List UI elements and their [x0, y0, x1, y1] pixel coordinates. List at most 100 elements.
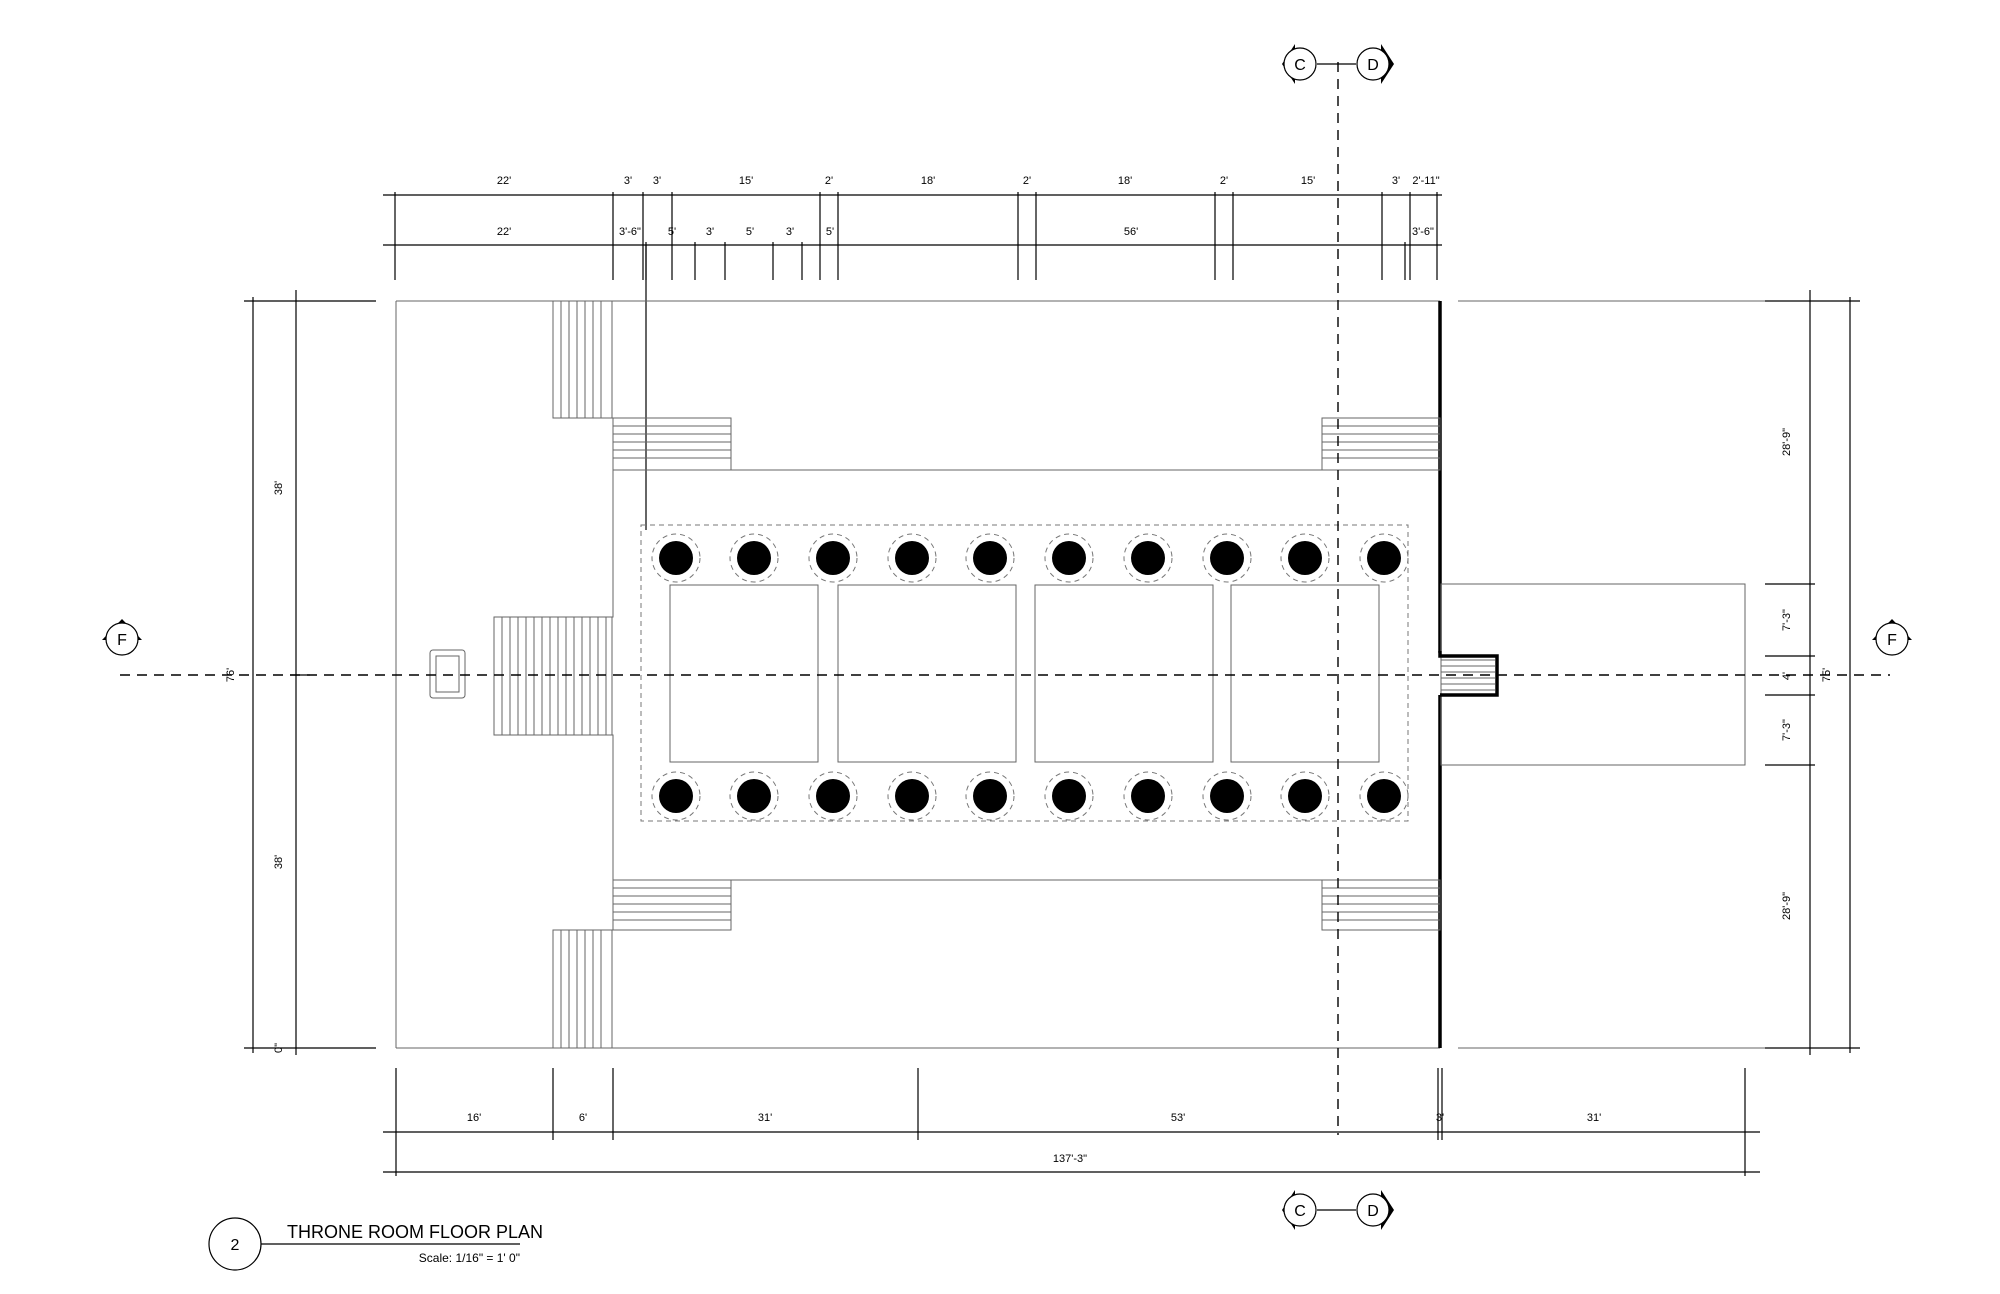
column-base-ring — [1202, 771, 1252, 821]
column-base-ring — [965, 771, 1015, 821]
column-base-ring — [1202, 533, 1252, 583]
colonnade — [640, 524, 1409, 822]
dim-top2-1: 3'-6" — [619, 226, 641, 238]
dim-bottom-3: 53' — [1171, 1112, 1185, 1124]
column — [1052, 541, 1086, 575]
section-f-west-label: F — [117, 632, 127, 649]
bottom-dimensions: 16' 6' 31' 53' 3' 31' 137'-3" — [383, 1068, 1760, 1176]
section-c-top-label: C — [1294, 57, 1306, 74]
dim-left-2: 0" — [273, 1043, 285, 1053]
drawing-number: 2 — [231, 1237, 240, 1254]
dim-top1-5: 18' — [921, 175, 935, 187]
section-lines — [120, 62, 1890, 1135]
dim-top1-11: 2'-11" — [1412, 175, 1439, 187]
column-base-ring — [1123, 533, 1173, 583]
dim-top2-2: 5' — [668, 226, 676, 238]
column — [659, 541, 693, 575]
column-base-ring — [1280, 771, 1330, 821]
column-base-ring — [1044, 771, 1094, 821]
column — [1052, 779, 1086, 813]
column — [895, 779, 929, 813]
column-base-ring — [965, 533, 1015, 583]
dim-right-0: 28'-9" — [1781, 428, 1793, 456]
column — [895, 541, 929, 575]
top-dimensions: 22' 3' 3' 15' 2' 18' 2' 18' 2' 15' 3' 2'… — [383, 175, 1442, 530]
dim-right-1: 7'-3" — [1781, 609, 1793, 631]
right-dimensions: 28'-9" 7'-3" 4' 7'-3" 28'-9" 75' — [1765, 290, 1860, 1055]
column — [1210, 779, 1244, 813]
dim-top2-0: 22' — [497, 226, 511, 238]
section-marker-top: C D — [1282, 44, 1394, 84]
column-base-ring — [1123, 771, 1173, 821]
dim-top1-8: 2' — [1220, 175, 1228, 187]
dim-top2-3: 3' — [706, 226, 714, 238]
section-marker-bottom: C D — [1282, 1190, 1394, 1230]
column — [1131, 541, 1165, 575]
dim-right-2: 4' — [1781, 672, 1793, 680]
column-base-ring — [1044, 533, 1094, 583]
section-marker-east: F — [1872, 619, 1912, 656]
column-base-ring — [729, 533, 779, 583]
column — [816, 541, 850, 575]
dim-top2-5: 3' — [786, 226, 794, 238]
column-base-ring — [1359, 771, 1409, 821]
column-base-ring — [808, 533, 858, 583]
column-base-ring — [808, 771, 858, 821]
drawing-scale: Scale: 1/16" = 1' 0" — [419, 1251, 520, 1265]
dim-top2-8: 3'-6" — [1412, 226, 1434, 238]
column-base-ring — [651, 533, 701, 583]
dim-top2-7: 56' — [1124, 226, 1138, 238]
column — [816, 779, 850, 813]
column-base-ring — [1280, 533, 1330, 583]
column — [973, 779, 1007, 813]
dim-top1-10: 3' — [1392, 175, 1400, 187]
columns — [651, 533, 1409, 821]
stairs — [493, 300, 1441, 1049]
column — [1288, 541, 1322, 575]
dim-top1-7: 18' — [1118, 175, 1132, 187]
dim-bottom-0: 16' — [467, 1112, 481, 1124]
dim-top1-2: 3' — [653, 175, 661, 187]
throne-symbol — [429, 649, 466, 699]
section-marker-west: F — [102, 619, 142, 656]
drawing-title-block: 2 THRONE ROOM FLOOR PLAN Scale: 1/16" = … — [208, 1217, 543, 1271]
dim-bottom-5: 31' — [1587, 1112, 1601, 1124]
dim-bottom-4: 3' — [1436, 1112, 1444, 1124]
dim-top1-1: 3' — [624, 175, 632, 187]
column — [1210, 541, 1244, 575]
column — [737, 779, 771, 813]
dim-bottom-total: 137'-3" — [1053, 1153, 1087, 1165]
dim-top1-6: 2' — [1023, 175, 1031, 187]
column — [659, 779, 693, 813]
dim-left-0: 38' — [273, 481, 285, 495]
dim-top1-9: 15' — [1301, 175, 1315, 187]
dim-top1-0: 22' — [497, 175, 511, 187]
dim-bottom-1: 6' — [579, 1112, 587, 1124]
dim-right-3: 7'-3" — [1781, 719, 1793, 741]
column-base-ring — [1359, 533, 1409, 583]
column — [973, 541, 1007, 575]
dim-left-3: 76' — [225, 668, 237, 682]
section-d-top-label: D — [1367, 57, 1379, 74]
dim-top2-6: 5' — [826, 226, 834, 238]
column-base-ring — [887, 533, 937, 583]
left-dimensions: 38' 38' 0" 76' — [225, 290, 376, 1055]
drawing-title: THRONE ROOM FLOOR PLAN — [287, 1222, 543, 1242]
column-base-ring — [651, 771, 701, 821]
dim-right-5: 75' — [1821, 668, 1833, 682]
column — [737, 541, 771, 575]
dim-right-4: 28'-9" — [1781, 892, 1793, 920]
dim-bottom-2: 31' — [758, 1112, 772, 1124]
column-base-ring — [729, 771, 779, 821]
column — [1288, 779, 1322, 813]
section-f-east-label: F — [1887, 632, 1897, 649]
dim-top2-4: 5' — [746, 226, 754, 238]
dim-top1-4: 2' — [825, 175, 833, 187]
dim-left-1: 38' — [273, 855, 285, 869]
dim-top1-3: 15' — [739, 175, 753, 187]
column — [1131, 779, 1165, 813]
column-base-ring — [887, 771, 937, 821]
column — [1367, 779, 1401, 813]
section-c-bottom-label: C — [1294, 1203, 1306, 1220]
